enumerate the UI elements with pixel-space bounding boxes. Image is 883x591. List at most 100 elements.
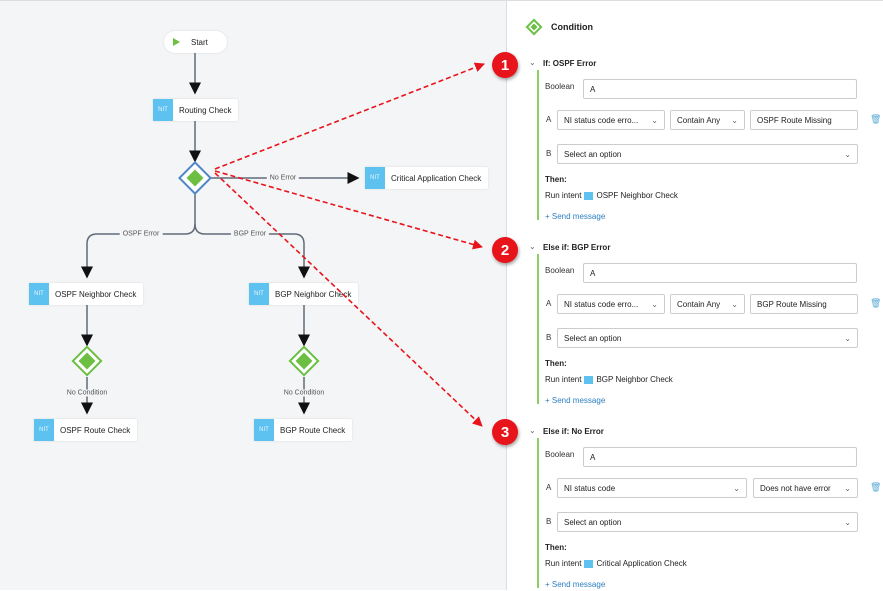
annotation-badge-1: 1	[492, 52, 518, 78]
chevron-down-icon: ⌄	[844, 149, 851, 159]
boolean-value: A	[590, 452, 596, 462]
chevron-down-icon[interactable]: ⌄	[529, 426, 536, 435]
then-label: Then:	[545, 175, 567, 184]
input-value: OSPF Route Missing	[757, 115, 832, 125]
a-operator-select[interactable]: Contain Any ⌄	[670, 294, 745, 314]
boolean-input[interactable]: A	[583, 263, 857, 283]
intent-name[interactable]: OSPF Neighbor Check	[596, 191, 678, 200]
chevron-down-icon[interactable]: ⌄	[529, 242, 536, 251]
b-field-select[interactable]: Select an option⌄	[557, 144, 858, 164]
select-value: Select an option	[564, 333, 622, 343]
boolean-label: Boolean	[545, 82, 575, 91]
node-label: Routing Check	[179, 105, 232, 115]
nit-icon: NIT	[34, 419, 54, 441]
send-message-link[interactable]: + Send message	[545, 580, 606, 589]
section-header[interactable]: Else if: No Error	[543, 427, 604, 436]
a-field-select[interactable]: NI status code erro... ⌄	[557, 294, 665, 314]
boolean-input[interactable]: A	[583, 447, 857, 467]
run-intent: Run intent OSPF Neighbor Check	[545, 191, 678, 200]
a-field-select[interactable]: NI status code⌄	[557, 478, 747, 498]
input-value: BGP Route Missing	[757, 299, 827, 309]
node-label: OSPF Route Check	[60, 425, 131, 435]
chevron-down-icon: ⌄	[844, 483, 851, 493]
edge-label-bgp-error: BGP Error	[230, 230, 270, 238]
node-routing-check[interactable]: NIT Routing Check	[153, 99, 239, 121]
nit-icon	[584, 191, 594, 200]
a-value-input[interactable]: BGP Route Missing	[750, 294, 858, 314]
intent-name[interactable]: BGP Neighbor Check	[596, 375, 673, 384]
chevron-down-icon: ⌄	[731, 299, 738, 309]
select-value: Select an option	[564, 517, 622, 527]
chevron-down-icon: ⌄	[844, 517, 851, 527]
a-field-select[interactable]: NI status code erro... ⌄	[557, 110, 665, 130]
panel-title: Condition	[551, 22, 593, 32]
section-divider	[537, 254, 539, 404]
chevron-down-icon: ⌄	[844, 333, 851, 343]
boolean-value: A	[590, 84, 596, 94]
send-message-link[interactable]: + Send message	[545, 396, 606, 405]
chevron-down-icon: ⌄	[651, 299, 658, 309]
node-ospf-route-check[interactable]: NIT OSPF Route Check	[34, 419, 138, 441]
trash-icon[interactable]: 🗑	[870, 482, 882, 492]
chevron-down-icon: ⌄	[651, 115, 658, 125]
then-label: Then:	[545, 543, 567, 552]
trash-icon[interactable]: 🗑	[870, 298, 882, 308]
section-header[interactable]: If: OSPF Error	[543, 59, 597, 68]
intent-name[interactable]: Critical Application Check	[596, 559, 687, 568]
trash-icon[interactable]: 🗑	[870, 114, 882, 124]
annotation-badge-3: 3	[492, 419, 518, 445]
section-divider	[537, 438, 539, 588]
select-value: Does not have error	[760, 483, 831, 493]
select-value: NI status code	[564, 483, 616, 493]
condition-diamond-ospf	[71, 345, 103, 377]
nit-icon: NIT	[153, 99, 173, 121]
boolean-input[interactable]: A	[583, 79, 857, 99]
condition-diamond-bgp	[288, 345, 320, 377]
select-value: Contain Any	[677, 299, 721, 309]
edge-label-ospf-error: OSPF Error	[119, 230, 163, 238]
run-intent: Run intent Critical Application Check	[545, 559, 687, 568]
boolean-label: Boolean	[545, 266, 575, 275]
row-b-label: B	[546, 149, 552, 158]
select-value: NI status code erro...	[564, 299, 639, 309]
section-divider	[537, 70, 539, 220]
a-operator-select[interactable]: Contain Any⌄	[670, 110, 745, 130]
boolean-value: A	[590, 268, 596, 278]
select-value: NI status code erro...	[564, 115, 639, 125]
start-node[interactable]: Start	[164, 31, 227, 53]
run-intent-label: Run intent	[545, 559, 582, 568]
edge-label-no-condition: No Condition	[63, 389, 111, 397]
node-label: BGP Route Check	[280, 425, 346, 435]
row-a-label: A	[546, 483, 552, 492]
annotation-badge-2: 2	[492, 237, 518, 263]
nit-icon	[584, 559, 594, 568]
nit-icon: NIT	[249, 283, 269, 305]
nit-icon: NIT	[29, 283, 49, 305]
boolean-label: Boolean	[545, 450, 575, 459]
select-value: Contain Any	[677, 115, 721, 125]
row-a-label: A	[546, 299, 552, 308]
a-value-input[interactable]: OSPF Route Missing	[750, 110, 858, 130]
play-icon	[173, 38, 180, 46]
edge-label-no-condition: No Condition	[280, 389, 328, 397]
then-label: Then:	[545, 359, 567, 368]
row-b-label: B	[546, 333, 552, 342]
condition-diamond-icon	[525, 18, 543, 36]
node-label: BGP Neighbor Check	[275, 289, 352, 299]
edge-label-no-error: No Error	[266, 174, 300, 182]
a-operator-select[interactable]: Does not have error ⌄	[753, 478, 858, 498]
run-intent-label: Run intent	[545, 191, 582, 200]
section-header[interactable]: Else if: BGP Error	[543, 243, 611, 252]
condition-panel: Condition ⌄ If: OSPF Error Boolean A A N…	[507, 0, 883, 590]
b-field-select[interactable]: Select an option ⌄	[557, 328, 858, 348]
node-bgp-neighbor-check[interactable]: NIT BGP Neighbor Check	[249, 283, 359, 305]
send-message-link[interactable]: + Send message	[545, 212, 606, 221]
nit-icon	[584, 375, 594, 384]
b-field-select[interactable]: Select an option ⌄	[557, 512, 858, 532]
chevron-down-icon[interactable]: ⌄	[529, 58, 536, 67]
